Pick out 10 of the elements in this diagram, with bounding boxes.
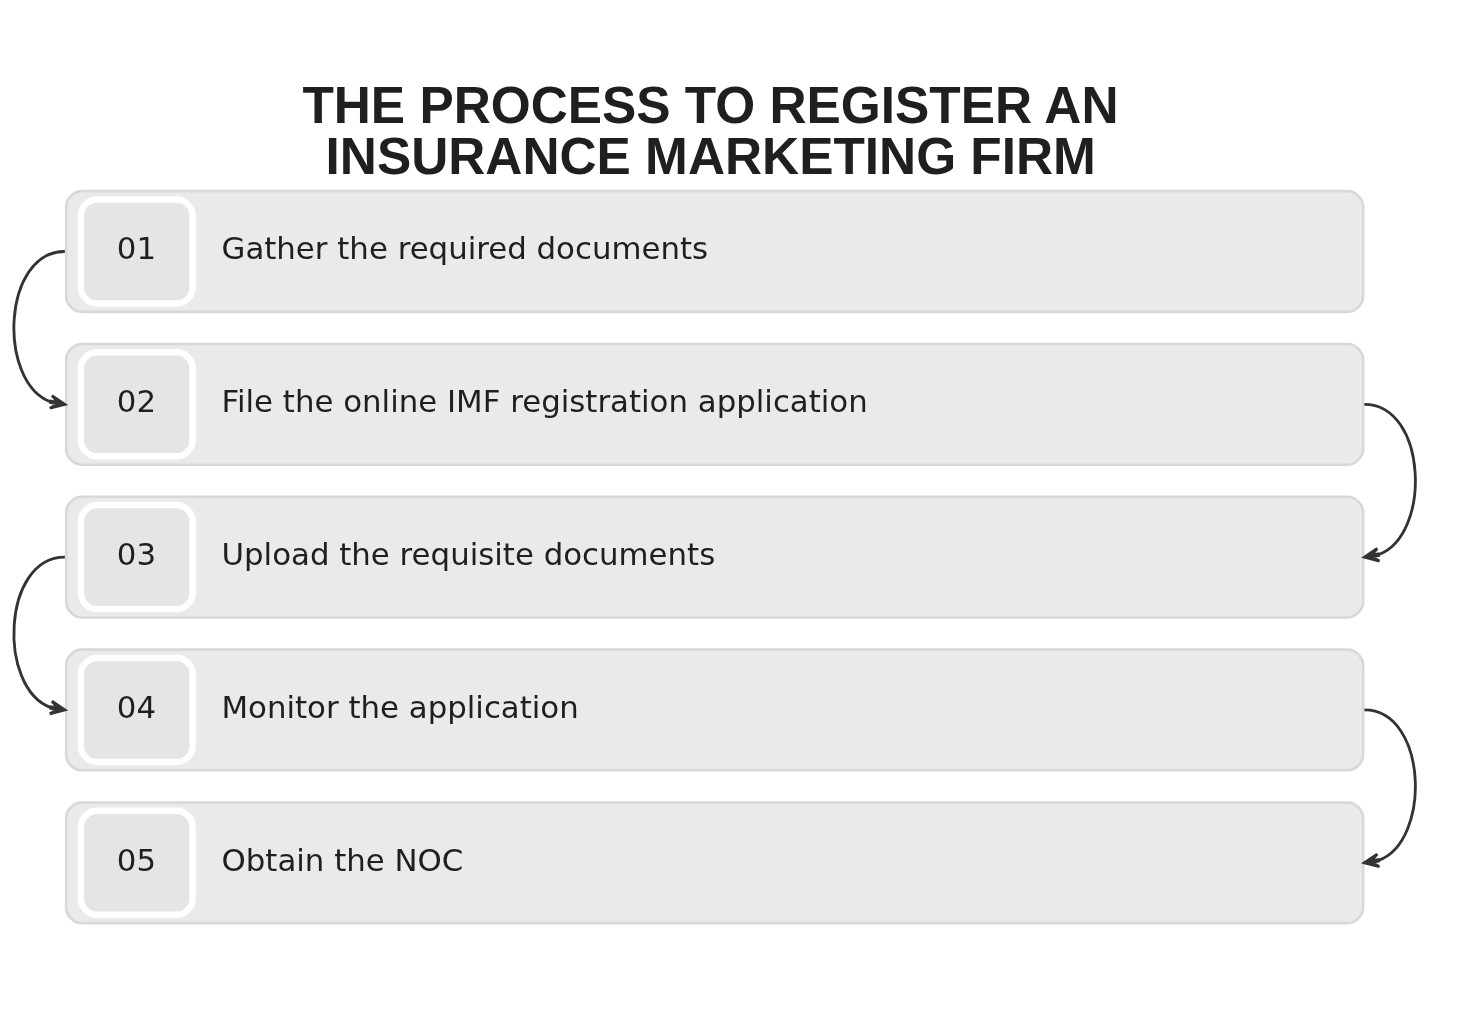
node-box: 02 File the online IMF registration application xyxy=(64,342,1365,466)
diagram-title: THE PROCESS TO REGISTER AN INSURANCE MARKETING FIRM xyxy=(302,76,1119,185)
arrow xyxy=(1363,708,1417,868)
arrow xyxy=(1363,402,1417,562)
node-box: 01 Gather the required documents xyxy=(64,189,1365,313)
node-box: 05 Obtain the NOC xyxy=(64,800,1365,924)
arrow xyxy=(12,249,67,410)
node-box: 03 Upload the requisite documents xyxy=(64,495,1365,619)
arrow xyxy=(12,555,67,715)
node-box: 04 Monitor the application xyxy=(64,647,1365,772)
